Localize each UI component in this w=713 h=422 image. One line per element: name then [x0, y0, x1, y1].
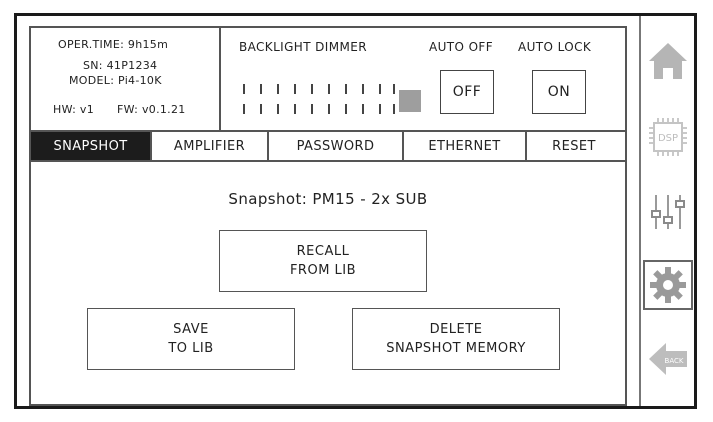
nav-divider [639, 16, 641, 406]
mixer-sliders-icon [651, 195, 685, 229]
settings-panel: OPER.TIME: 9h15m SN: 41P1234 MODEL: Pi4-… [29, 26, 627, 406]
dimmer-tick [362, 84, 364, 94]
gear-icon [650, 267, 686, 303]
dimmer-tick [243, 104, 245, 114]
save-to-lib-button[interactable]: SAVE TO LIB [87, 308, 295, 370]
auto-lock-button[interactable]: ON [532, 70, 586, 114]
fw-version: FW: v0.1.21 [117, 103, 186, 116]
dimmer-tick [345, 104, 347, 114]
auto-lock-label: AUTO LOCK [518, 40, 592, 54]
recall-label-line2: FROM LIB [289, 263, 357, 278]
backlight-dimmer-label: BACKLIGHT DIMMER [239, 40, 367, 54]
dimmer-tick [393, 104, 395, 114]
mixer-nav-button[interactable] [643, 186, 693, 236]
dimmer-tick [277, 104, 279, 114]
oper-time: OPER.TIME: 9h15m [58, 38, 169, 51]
delete-label-line2: SNAPSHOT MEMORY [386, 341, 526, 356]
dsp-chip-icon: DSP [649, 118, 687, 156]
touch-screen: OPER.TIME: 9h15m SN: 41P1234 MODEL: Pi4-… [14, 13, 697, 409]
recall-label-line1: RECALL [296, 244, 350, 259]
dimmer-tick [294, 84, 296, 94]
dimmer-tick [311, 104, 313, 114]
dimmer-tick [260, 84, 262, 94]
dimmer-tick [311, 84, 313, 94]
tab-ethernet[interactable]: ETHERNET [404, 132, 527, 160]
save-label-line2: TO LIB [168, 341, 214, 356]
dsp-nav-button[interactable]: DSP [643, 112, 693, 162]
hw-version: HW: v1 [53, 103, 95, 116]
dimmer-tick [328, 84, 330, 94]
delete-label-line1: DELETE [429, 322, 483, 337]
back-nav-button[interactable]: BACK [643, 334, 693, 384]
back-arrow-icon: BACK [649, 343, 687, 375]
delete-snapshot-memory-button[interactable]: DELETE SNAPSHOT MEMORY [352, 308, 560, 370]
tab-password[interactable]: PASSWORD [269, 132, 404, 160]
dimmer-tick [328, 104, 330, 114]
dimmer-tick [379, 104, 381, 114]
tab-amplifier[interactable]: AMPLIFIER [152, 132, 269, 160]
settings-tabs: SNAPSHOT AMPLIFIER PASSWORD ETHERNET RES… [31, 130, 625, 162]
device-info: OPER.TIME: 9h15m SN: 41P1234 MODEL: Pi4-… [31, 28, 221, 130]
serial-number: SN: 41P1234 [83, 59, 158, 72]
recall-from-lib-button[interactable]: RECALL FROM LIB [219, 230, 427, 292]
settings-nav-button[interactable] [643, 260, 693, 310]
home-icon [649, 43, 687, 79]
snapshot-title: Snapshot: PM15 - 2x SUB [228, 190, 428, 208]
dimmer-tick [277, 84, 279, 94]
auto-off-label: AUTO OFF [429, 40, 494, 54]
back-icon-text: BACK [665, 357, 684, 365]
save-label-line1: SAVE [173, 322, 209, 337]
dimmer-handle[interactable] [399, 90, 421, 112]
dimmer-tick [362, 104, 364, 114]
tab-reset[interactable]: RESET [527, 132, 621, 160]
model-name: MODEL: Pi4-10K [69, 74, 162, 87]
dimmer-tick [393, 84, 395, 94]
backlight-dimmer-slider[interactable] [243, 84, 421, 124]
home-nav-button[interactable] [643, 36, 693, 86]
tab-snapshot[interactable]: SNAPSHOT [31, 132, 152, 160]
dimmer-tick [294, 104, 296, 114]
dimmer-tick [379, 84, 381, 94]
dimmer-tick [345, 84, 347, 94]
dimmer-tick [243, 84, 245, 94]
auto-off-button[interactable]: OFF [440, 70, 494, 114]
dsp-icon-text: DSP [658, 133, 678, 144]
dimmer-tick [260, 104, 262, 114]
